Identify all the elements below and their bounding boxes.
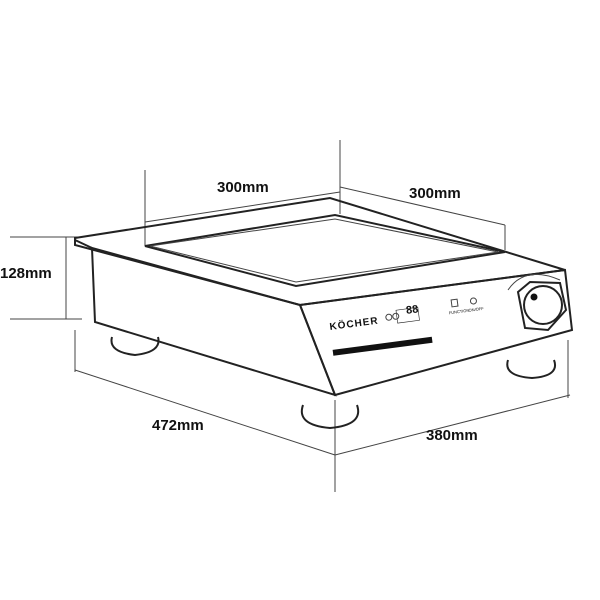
brand-logo: KÖCHER (329, 314, 380, 333)
dimension-lines (10, 140, 571, 492)
cooking-plate (144, 213, 506, 288)
power-icon[interactable] (469, 297, 477, 305)
overall-depth-label: 380mm (426, 427, 478, 444)
foot-right (506, 359, 556, 380)
power-label: ON/OFF (468, 306, 484, 313)
knob-indicator (530, 293, 538, 301)
cooktop-body (74, 196, 574, 397)
knob-housing (516, 280, 568, 332)
control-knob[interactable] (523, 285, 563, 325)
function-label: FUNCTION (448, 308, 469, 316)
overall-width-label: 472mm (152, 417, 204, 434)
foot-front (300, 404, 360, 430)
power-level-bar[interactable] (332, 336, 433, 356)
display-readout: 88 (405, 303, 419, 316)
feet (110, 336, 556, 430)
function-icon[interactable] (450, 298, 459, 308)
clock-icon[interactable] (392, 312, 400, 320)
height-label: 128mm (0, 265, 52, 282)
top-width-label: 300mm (217, 179, 269, 196)
top-depth-label: 300mm (409, 185, 461, 202)
foot-left (110, 336, 160, 357)
timer-icon[interactable] (385, 313, 393, 321)
